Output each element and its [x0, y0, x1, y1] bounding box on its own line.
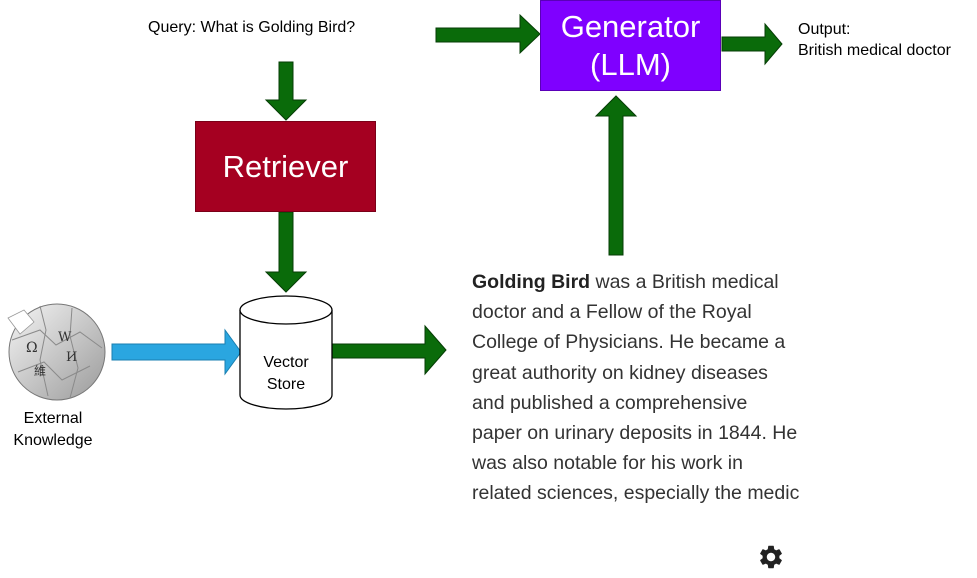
globe-glyph-omega: Ω — [26, 340, 38, 356]
globe-glyph-i: И — [66, 350, 78, 365]
retrieved-passage: Golding Bird was a British medical docto… — [472, 267, 802, 509]
output-text: Output: British medical doctor — [798, 19, 951, 61]
external-line2: Knowledge — [13, 432, 93, 449]
arrow-generator-to-output — [721, 22, 783, 66]
wikipedia-globe-icon — [7, 303, 106, 401]
arrow-query-to-retriever — [264, 61, 308, 121]
output-value: British medical doctor — [798, 42, 951, 59]
retriever-label: Retriever — [222, 148, 349, 184]
arrow-external-to-vectorstore — [111, 328, 242, 376]
external-line1: External — [23, 410, 83, 427]
globe-glyph-wei: 維 — [34, 364, 47, 378]
globe-glyph-w: W — [58, 330, 72, 345]
passage-fade — [720, 505, 810, 541]
query-text: Query: What is Golding Bird? — [148, 19, 356, 36]
generator-sublabel: (LLM) — [590, 46, 671, 82]
vector-store-line1: Vector — [263, 354, 309, 371]
output-label: Output: — [798, 21, 851, 38]
generator-box: Generator (LLM) — [540, 0, 721, 91]
arrow-query-to-generator — [435, 13, 541, 55]
retriever-box: Retriever — [195, 121, 376, 212]
passage-body: was a British medical doctor and a Fello… — [472, 271, 800, 505]
external-knowledge-label: External Knowledge — [0, 408, 106, 452]
arrow-vectorstore-to-passage — [330, 324, 447, 376]
vector-store-line2: Store — [266, 376, 306, 393]
gear-icon[interactable] — [757, 543, 785, 571]
generator-label: Generator — [560, 8, 701, 44]
passage-subject: Golding Bird — [472, 271, 591, 293]
arrow-retriever-to-vectorstore — [264, 211, 308, 293]
arrow-passage-to-generator — [594, 95, 638, 256]
vector-store-cylinder — [239, 295, 333, 410]
vector-store-label: Vector Store — [240, 352, 332, 396]
